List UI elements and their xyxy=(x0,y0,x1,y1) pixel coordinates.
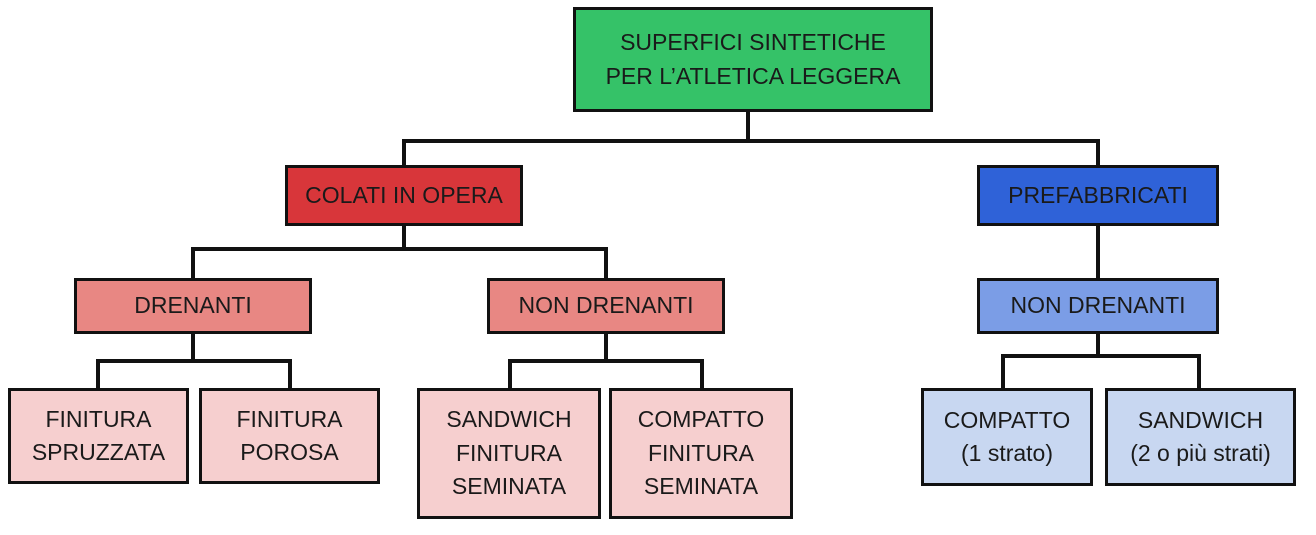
sandwich-2-strati-node: SANDWICH (2 o più strati) xyxy=(1105,388,1296,486)
non-drenanti-colati-node: NON DRENANTI xyxy=(487,278,725,334)
connector-colati xyxy=(191,226,608,278)
prefabbricati-node: PREFABBRICATI xyxy=(977,165,1219,226)
sandwich-finitura-seminata-node: SANDWICH FINITURA SEMINATA xyxy=(417,388,601,519)
connector-non-drenanti-prefab xyxy=(1001,334,1201,388)
compatto-1-strato-node: COMPATTO (1 strato) xyxy=(921,388,1093,486)
connector-root xyxy=(402,112,1100,165)
finitura-porosa-node: FINITURA POROSA xyxy=(199,388,380,484)
compatto-finitura-seminata-node: COMPATTO FINITURA SEMINATA xyxy=(609,388,793,519)
drenanti-node: DRENANTI xyxy=(74,278,312,334)
non-drenanti-prefab-node: NON DRENANTI xyxy=(977,278,1219,334)
finitura-spruzzata-node: FINITURA SPRUZZATA xyxy=(8,388,189,484)
connector-non-drenanti-colati xyxy=(508,334,704,388)
connector-drenanti xyxy=(96,334,292,388)
colati-in-opera-node: COLATI IN OPERA xyxy=(285,165,523,226)
root-node: SUPERFICI SINTETICHE PER L’ATLETICA LEGG… xyxy=(573,7,933,112)
